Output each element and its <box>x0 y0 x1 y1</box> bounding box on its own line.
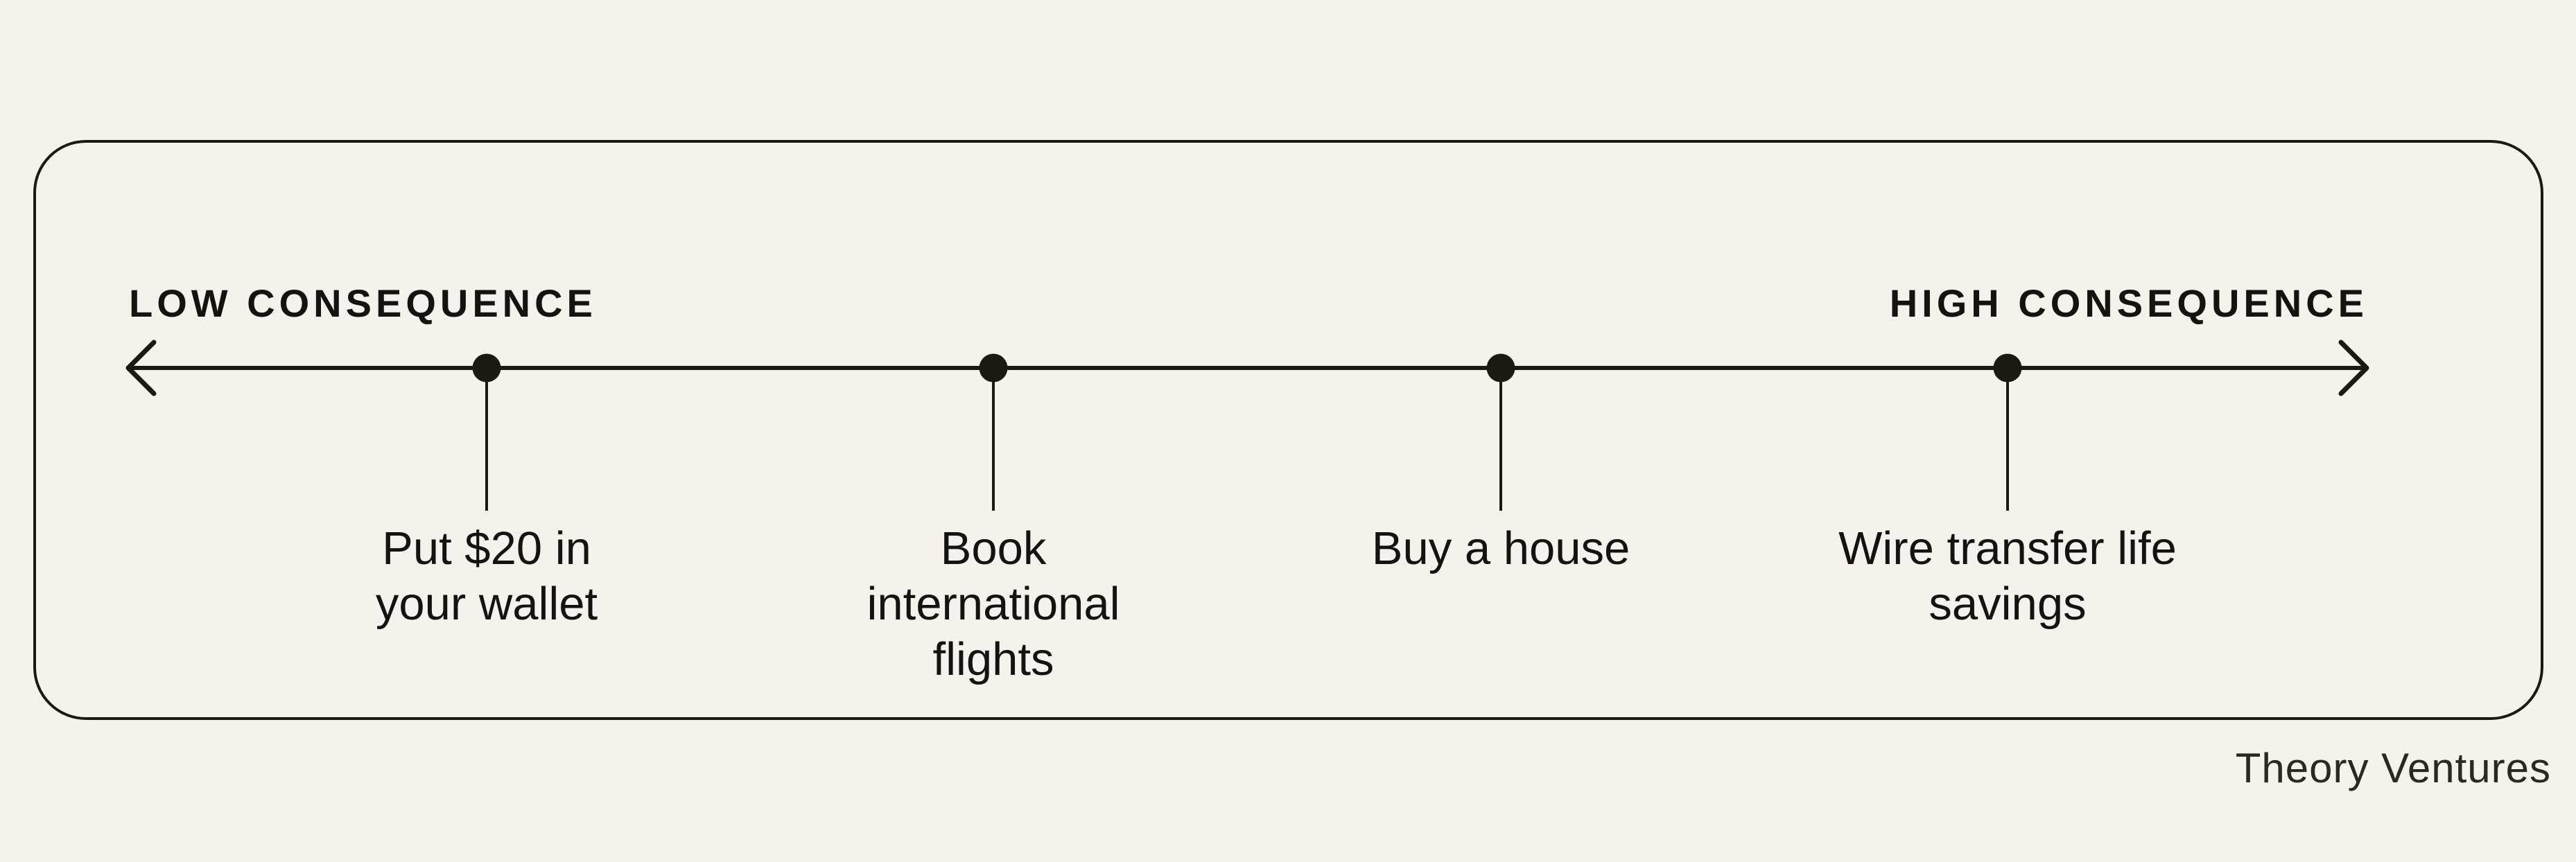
point-label-line: Put $20 in <box>382 522 591 574</box>
point-dot <box>1486 353 1515 382</box>
point-label-book-international-flights: Book international flights <box>730 521 1257 687</box>
point-label-wire-transfer-life-savings: Wire transfer life savings <box>1744 521 2271 632</box>
point-label-line: savings <box>1929 578 2087 630</box>
attribution-theory-ventures: Theory Ventures <box>2235 745 2551 791</box>
point-label-buy-a-house: Buy a house <box>1237 521 1764 577</box>
left-arrowhead-icon <box>125 340 157 396</box>
point-label-line: your wallet <box>375 578 598 630</box>
high-consequence-label: HIGH CONSEQUENCE <box>1889 281 2368 325</box>
low-consequence-label: LOW CONSEQUENCE <box>129 281 597 325</box>
point-dot <box>979 353 1008 382</box>
point-label-line: flights <box>932 633 1054 685</box>
right-arrowhead-icon <box>2338 340 2369 396</box>
point-label-put-20-in-your-wallet: Put $20 in your wallet <box>223 521 750 632</box>
point-label-line: Book <box>940 522 1047 574</box>
point-label-line: Buy a house <box>1371 522 1630 574</box>
point-label-line: international <box>867 578 1120 630</box>
point-dot <box>1993 353 2022 382</box>
rounded-frame <box>33 140 2543 720</box>
point-label-line: Wire transfer life <box>1838 522 2177 574</box>
point-dot <box>472 353 501 382</box>
